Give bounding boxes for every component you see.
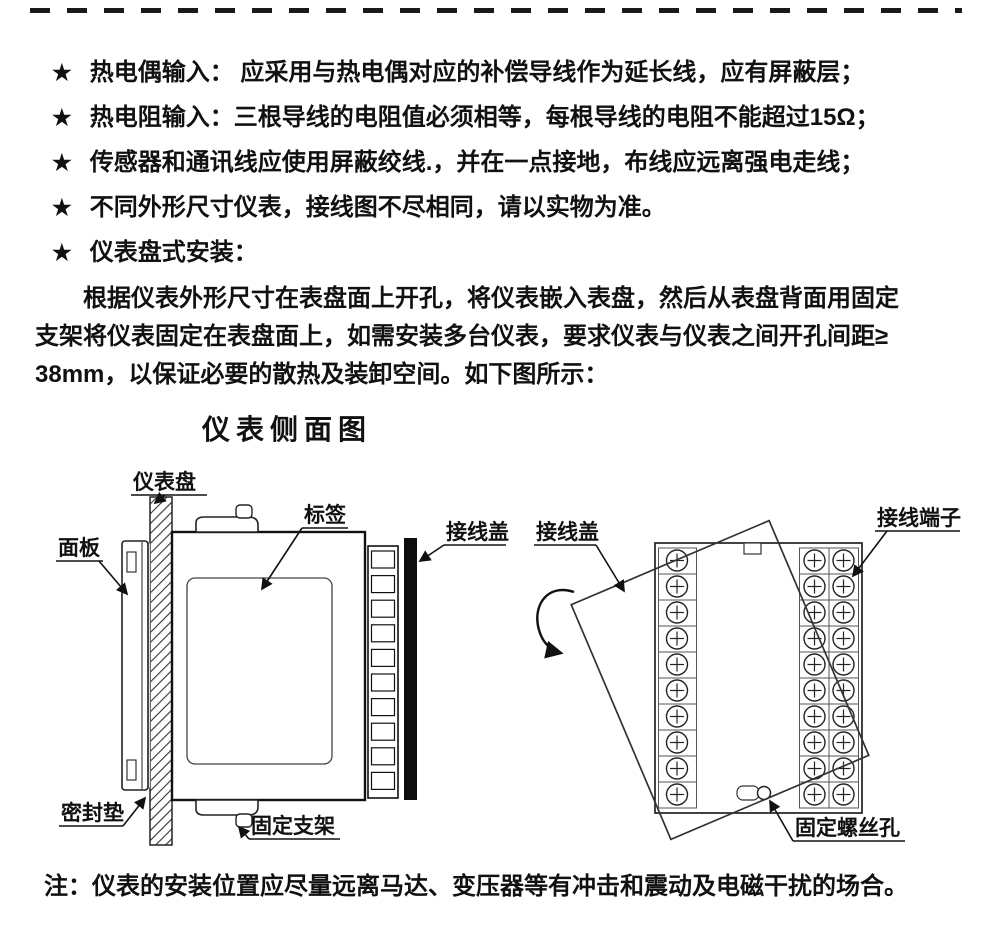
terminal-screws-right-inner [799,547,830,809]
label-fixing-bracket: 固定支架 [251,814,335,838]
bullet-item: ★ 仪表盘式安装： [52,236,968,269]
star-icon: ★ [52,150,72,175]
note-text: 注：仪表的安装位置应尽量远离马达、变压器等有冲击和震动及电磁干扰的场合。 [44,873,908,900]
leader-arrow [418,544,445,562]
leader-arrow [122,796,147,827]
rotation-arrow-icon [536,588,575,659]
terminal-cell [370,648,396,668]
bullet-text: 传感器和通讯线应使用屏蔽绞线.，并在一点接地，布线应远离强电走线； [89,149,865,176]
terminal-cover-tilted [570,519,870,841]
top-notch [743,542,762,555]
rear-view-diagram [536,519,870,841]
terminal-cell [370,624,396,643]
paragraph-line: 38mm，以保证必要的散热及装卸空间。如下图所示： [35,361,609,388]
bullet-text: 热电阻输入：三根导线的电阻值必须相等，每根导线的电阻不能超过15Ω； [89,104,880,131]
terminal-screws-left [658,547,697,809]
terminal-cell [370,599,396,618]
bullet-text: 仪表盘式安装： [89,239,258,266]
terminal-cell [828,781,859,809]
label-seal-gasket: 密封垫 [61,801,124,825]
label-terminal-cover-left: 接线盖 [446,520,509,544]
terminal-cell [370,673,396,692]
bracket-screw-top [235,504,253,519]
terminal-cell [658,781,697,809]
bottom-notch [736,785,760,801]
star-icon: ★ [52,105,72,130]
leader-arrow [237,825,251,840]
label-front-panel: 面板 [58,537,101,560]
bullet-text: 热电偶输入： 应采用与热电偶对应的补偿导线作为延长线，应有屏蔽层； [89,59,865,86]
bullet-text: 不同外形尺寸仪表，接线图不尽相同，请以实物为准。 [89,194,666,221]
leader-arrow [98,560,129,596]
bullet-item: ★ 热电偶输入： 应采用与热电偶对应的补偿导线作为延长线，应有屏蔽层； [52,56,968,89]
leader-arrow [261,527,303,591]
terminal-cell [370,574,396,594]
right-labels: 接线盖 接线端子 固定螺丝孔 [534,506,961,842]
terminal-cell [370,550,396,569]
bullet-list: ★ 热电偶输入： 应采用与热电偶对应的补偿导线作为延长线，应有屏蔽层； ★ 热电… [52,56,968,281]
mounting-panel-hatch [149,496,173,846]
side-view-diagram [121,496,417,846]
leader-arrow [153,491,167,505]
bullet-item: ★ 传感器和通讯线应使用屏蔽绞线.，并在一点接地，布线应远离强电走线； [52,146,968,179]
left-labels: 仪表盘 面板 标签 接线盖 密封垫 固定支架 [56,470,509,840]
star-icon: ★ [52,195,72,220]
page-cut-dashes [30,8,962,13]
paragraph-line: 根据仪表外形尺寸在表盘面上开孔，将仪表嵌入表盘，然后从表盘背面用固定 [83,285,899,312]
leader-arrow [595,544,625,593]
leader-arrow [851,530,888,578]
terminal-cell [370,771,396,791]
terminal-screws-right-outer [828,547,859,809]
terminal-ladder-cells [370,550,396,791]
front-bezel [121,540,149,791]
label-terminal-cover-right: 接线盖 [536,520,599,544]
bullet-item: ★ 热电阻输入：三根导线的电阻值必须相等，每根导线的电阻不能超过15Ω； [52,101,968,134]
label-panel-board: 仪表盘 [132,470,196,494]
fixing-bracket-top [195,516,259,533]
fixing-bracket-bottom [195,799,259,816]
terminal-cell [370,697,396,717]
star-icon: ★ [52,240,72,265]
label-terminal-block: 接线端子 [877,506,961,530]
bezel-clip-bottom [126,759,137,781]
diagram-title: 仪表侧面图 [202,415,373,446]
star-icon: ★ [52,60,72,85]
bracket-screw-bottom [235,813,253,828]
bullet-item: ★ 不同外形尺寸仪表，接线图不尽相同，请以实物为准。 [52,191,968,224]
terminal-cell [370,722,396,741]
terminal-cell [370,747,396,766]
install-paragraph: 根据仪表外形尺寸在表盘面上开孔，将仪表嵌入表盘，然后从表盘背面用固定 支架将仪表… [35,280,971,394]
label-tag: 标签 [304,503,347,527]
display-window [186,577,333,765]
leader-arrow [769,799,794,842]
paragraph-line: 支架将仪表固定在表盘面上，如需安装多台仪表，要求仪表与仪表之间开孔间距≥ [35,323,889,350]
label-fixing-screw-hole: 固定螺丝孔 [795,816,900,840]
terminal-cover-bar [404,538,417,800]
bezel-clip-top [126,551,137,573]
